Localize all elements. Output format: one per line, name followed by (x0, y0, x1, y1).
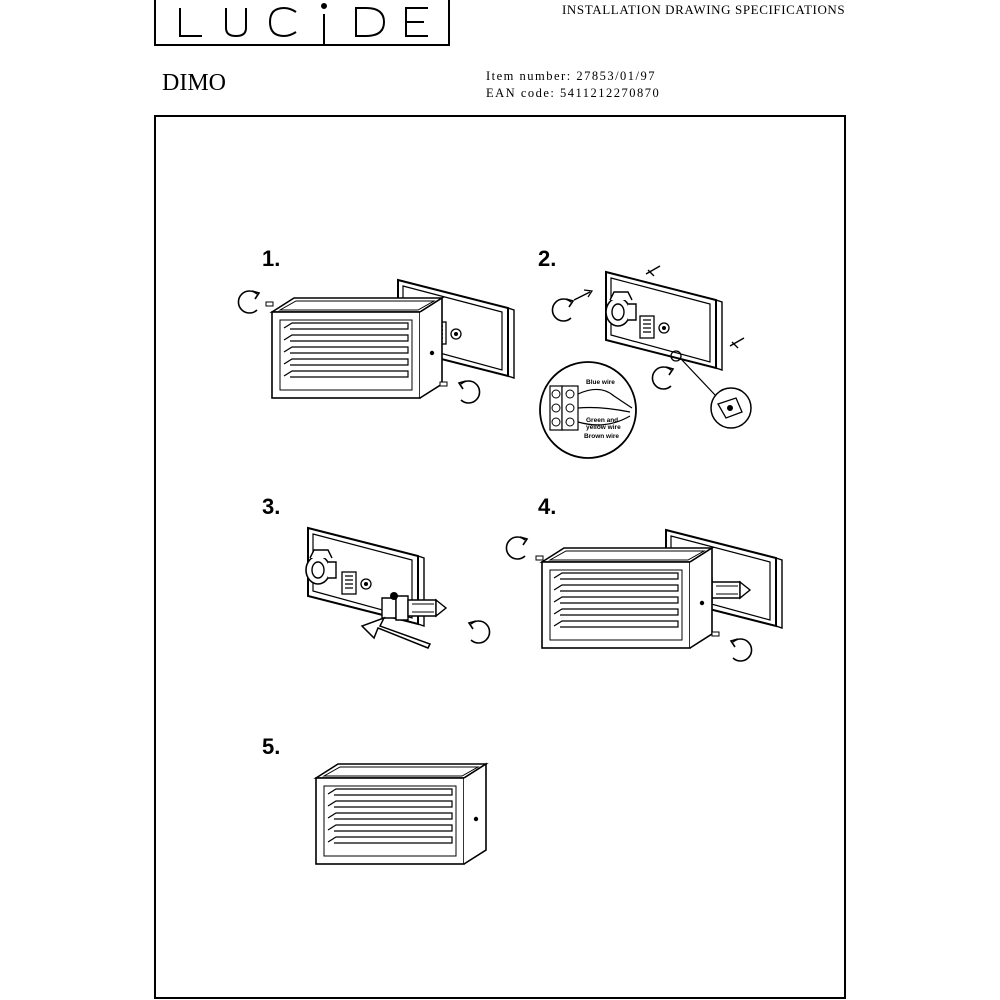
step-3-drawing (305, 527, 491, 649)
drawing-frame (154, 115, 846, 999)
wire-label-blue: Blue wire (586, 379, 615, 386)
wire-label-green-yellow-1: Green and (586, 417, 618, 424)
item-number-value: 27853/01/97 (576, 69, 657, 83)
step-number-3: 3. (262, 494, 281, 519)
brand-logo (154, 0, 450, 46)
item-number-line: Item number: 27853/01/97 (486, 68, 660, 85)
ean-line: EAN code: 5411212270870 (486, 85, 660, 102)
wire-label-brown: Brown wire (584, 433, 619, 440)
step-2-drawing: Blue wire Green and yellow wire Brown wi… (539, 265, 752, 459)
step-number-1: 1. (262, 246, 281, 271)
step-1-drawing (237, 279, 515, 404)
ean-label: EAN code: (486, 86, 556, 100)
step-number-5: 5. (262, 734, 281, 759)
step-number-2: 2. (538, 246, 557, 271)
item-number-label: Item number: (486, 69, 572, 83)
step-5-drawing (315, 763, 487, 865)
item-info: Item number: 27853/01/97 EAN code: 54112… (486, 68, 660, 102)
step-number-4: 4. (538, 494, 557, 519)
step-4-drawing (505, 529, 783, 662)
wire-label-green-yellow-2: yellow wire (586, 424, 621, 431)
product-name: DIMO (162, 70, 226, 96)
document-title: INSTALLATION DRAWING SPECIFICATIONS (562, 2, 846, 17)
ean-value: 5411212270870 (560, 86, 661, 100)
brand-logo-mark (179, 3, 428, 46)
